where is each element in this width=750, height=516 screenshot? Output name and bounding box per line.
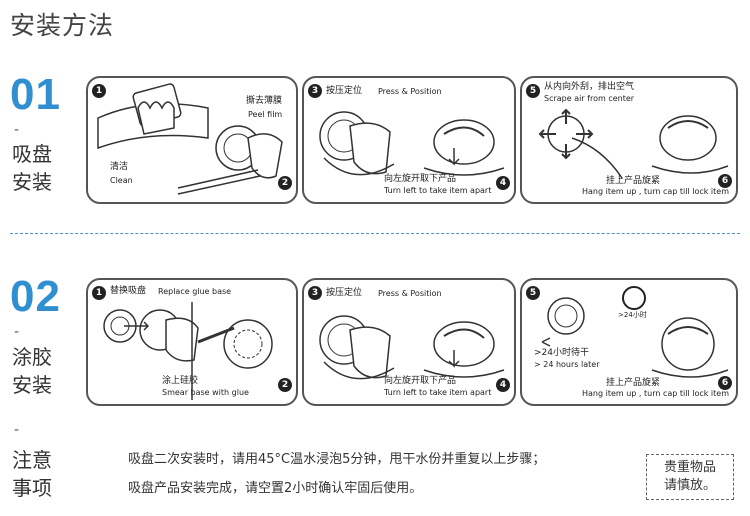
step-panel-press-turn: 3 按压定位 Press & Position 向左旋开取下产品 Turn le… [302, 76, 516, 204]
step-number-5: 5 [526, 84, 540, 98]
step-2-caption-cn: 撕去薄膜 [246, 96, 283, 106]
step-6-caption-en: Hang item up , turn cap till lock item [582, 187, 730, 196]
step-number-6: 6 [718, 376, 732, 390]
clean-peel-illustration [97, 83, 283, 195]
step-2-caption-en: Peel film [248, 110, 283, 119]
section-1-label: 吸盘 安装 [12, 140, 72, 196]
section-1-label-line1: 吸盘 [12, 142, 52, 166]
page-title: 安装方法 [10, 11, 115, 40]
step-2-caption-cn: 涂上硅胶 [162, 376, 199, 386]
clean-caption-en: Clean [110, 176, 133, 185]
step-5-caption-cn: 从内向外刮，排出空气 [544, 82, 635, 92]
step-number-3: 3 [308, 84, 322, 98]
step-4-caption-en: Turn left to take item apart [384, 388, 492, 397]
step-1-caption-en: Replace glue base [158, 287, 232, 296]
step-number-5: 5 [526, 286, 540, 300]
step-number-4: 4 [496, 176, 510, 190]
step-3-caption-cn: 按压定位 [326, 288, 363, 298]
section-2-label-line1: 涂胶 [12, 345, 52, 369]
step-3-caption-en: Press & Position [378, 87, 442, 96]
notes-dash: - [14, 422, 20, 438]
notes-label: 注意 事项 [12, 446, 72, 502]
step-4-caption-en: Turn left to take item apart [384, 186, 492, 195]
step-number-1: 1 [92, 84, 106, 98]
step-number-4: 4 [496, 378, 510, 392]
step-panel-wait-hang: 5 >24小时 >24小时待干 > 24 hours later 挂上产品旋紧 … [520, 278, 738, 406]
step-panel-clean-peel: 1 撕去薄膜 Peel film 清洁 Clean 2 [86, 76, 298, 204]
replace-glue-illustration [103, 302, 273, 400]
wait-hang-illustration [541, 297, 729, 378]
step-number-1: 1 [92, 286, 106, 300]
step-5-caption-en: Scrape air from center [544, 94, 635, 103]
press-turn-illustration-2 [319, 315, 505, 380]
clock-label: >24小时 [618, 311, 647, 319]
step-3-caption-en: Press & Position [378, 289, 442, 298]
step-panel-scrape-hang: 5 从内向外刮，排出空气 Scrape air from center 挂上产品… [520, 76, 738, 204]
step-6-caption-cn: 挂上产品旋紧 [606, 378, 661, 388]
note-line-1: 吸盘二次安装时，请用45°C温水浸泡5分钟，甩干水份并重复以上步骤； [128, 452, 546, 467]
step-5-caption-cn: >24小时待干 [534, 348, 589, 358]
step-panel-replace-glue: 1 替换吸盘 Replace glue base 涂上硅胶 Smear base… [86, 278, 298, 406]
section-divider [10, 233, 740, 234]
step-5-caption-en: > 24 hours later [534, 360, 600, 369]
step-number-6: 6 [718, 174, 732, 188]
notes-label-line2: 事项 [12, 476, 52, 500]
step-2-caption-en: Smear base with glue [162, 388, 249, 397]
section-2-number: 02 [10, 272, 61, 321]
section-1-dash: - [14, 122, 20, 138]
step-number-2: 2 [278, 176, 292, 190]
step-number-3: 3 [308, 286, 322, 300]
section-2-label-line2: 安装 [12, 373, 52, 397]
step-1-caption-cn: 替换吸盘 [110, 286, 147, 296]
warning-line-2: 请慎放。 [663, 478, 716, 493]
warning-line-1: 贵重物品 [663, 460, 716, 475]
section-1-number: 01 [10, 70, 61, 119]
warning-box: 贵重物品 请慎放。 [646, 454, 734, 500]
note-line-2: 吸盘产品安装完成，请空置2小时确认牢固后使用。 [128, 481, 423, 496]
step-3-caption-cn: 按压定位 [326, 86, 363, 96]
step-number-2: 2 [278, 378, 292, 392]
section-1-label-line2: 安装 [12, 170, 52, 194]
notes-label-line1: 注意 [12, 448, 52, 472]
step-panel-press-turn-2: 3 按压定位 Press & Position 向左旋开取下产品 Turn le… [302, 278, 516, 406]
press-turn-illustration [319, 111, 505, 176]
section-2-label: 涂胶 安装 [12, 343, 72, 399]
clean-caption-cn: 清洁 [110, 162, 129, 172]
step-4-caption-cn: 向左旋开取下产品 [384, 174, 457, 184]
clock-icon [622, 286, 646, 310]
step-6-caption-cn: 挂上产品旋紧 [606, 176, 661, 186]
section-2-dash: - [14, 324, 20, 340]
step-4-caption-cn: 向左旋开取下产品 [384, 376, 457, 386]
scrape-hang-illustration [538, 108, 729, 179]
step-6-caption-en: Hang item up , turn cap till lock item [582, 389, 730, 398]
